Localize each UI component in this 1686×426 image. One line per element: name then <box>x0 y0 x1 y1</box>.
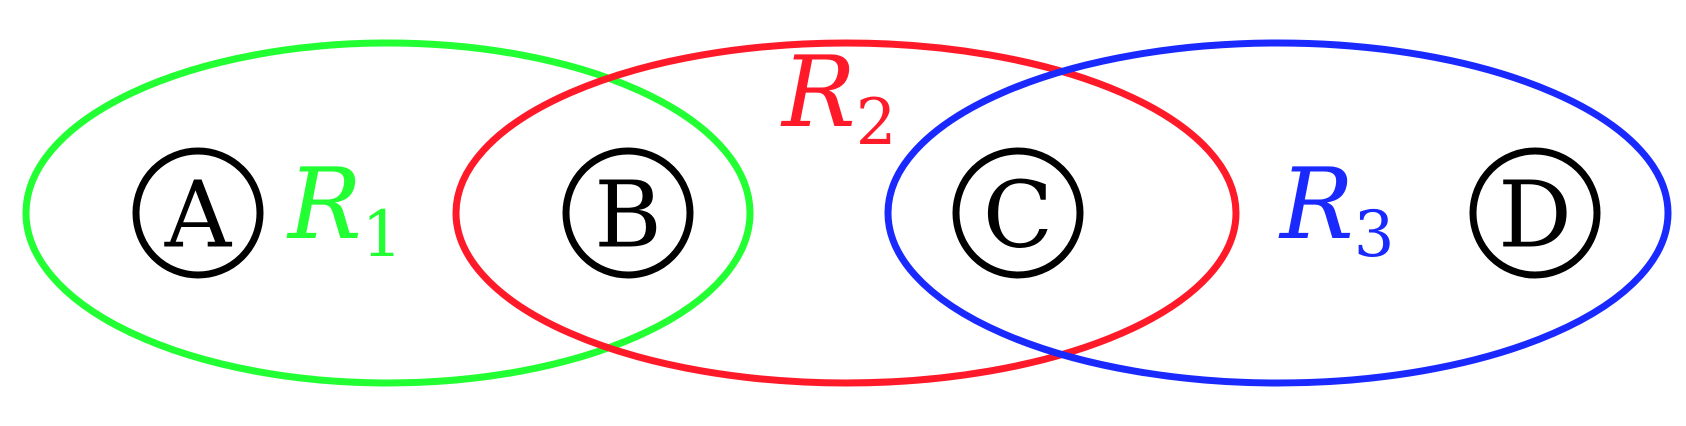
relation-r2-subscript: 2 <box>856 86 897 160</box>
node-c-label: C <box>983 162 1053 269</box>
node-a-circle <box>132 147 264 279</box>
relation-r3-letter: R <box>1278 148 1354 262</box>
node-d: D <box>1469 147 1601 279</box>
node-a-label: A <box>164 162 233 269</box>
relation-r1-subscript: 1 <box>362 198 403 272</box>
relation-r2-letter: R <box>780 36 856 150</box>
relation-r3-ellipse <box>884 39 1672 387</box>
relation-r1-label: R1 <box>286 148 403 272</box>
relation-r2-ellipse <box>452 39 1240 387</box>
relation-r1-ellipse <box>22 39 754 387</box>
node-b-circle <box>562 147 694 279</box>
node-b: B <box>562 147 694 279</box>
node-c-circle <box>952 147 1084 279</box>
node-c: C <box>952 147 1084 279</box>
relation-r3-label: R3 <box>1278 148 1395 272</box>
node-d-circle <box>1469 147 1601 279</box>
node-d-label: D <box>1498 162 1572 269</box>
relation-r1-letter: R <box>286 148 362 262</box>
node-a: A <box>132 147 264 279</box>
node-b-label: B <box>594 162 662 269</box>
relation-r2-label: R2 <box>780 36 897 160</box>
relation-r3-subscript: 3 <box>1354 198 1395 272</box>
